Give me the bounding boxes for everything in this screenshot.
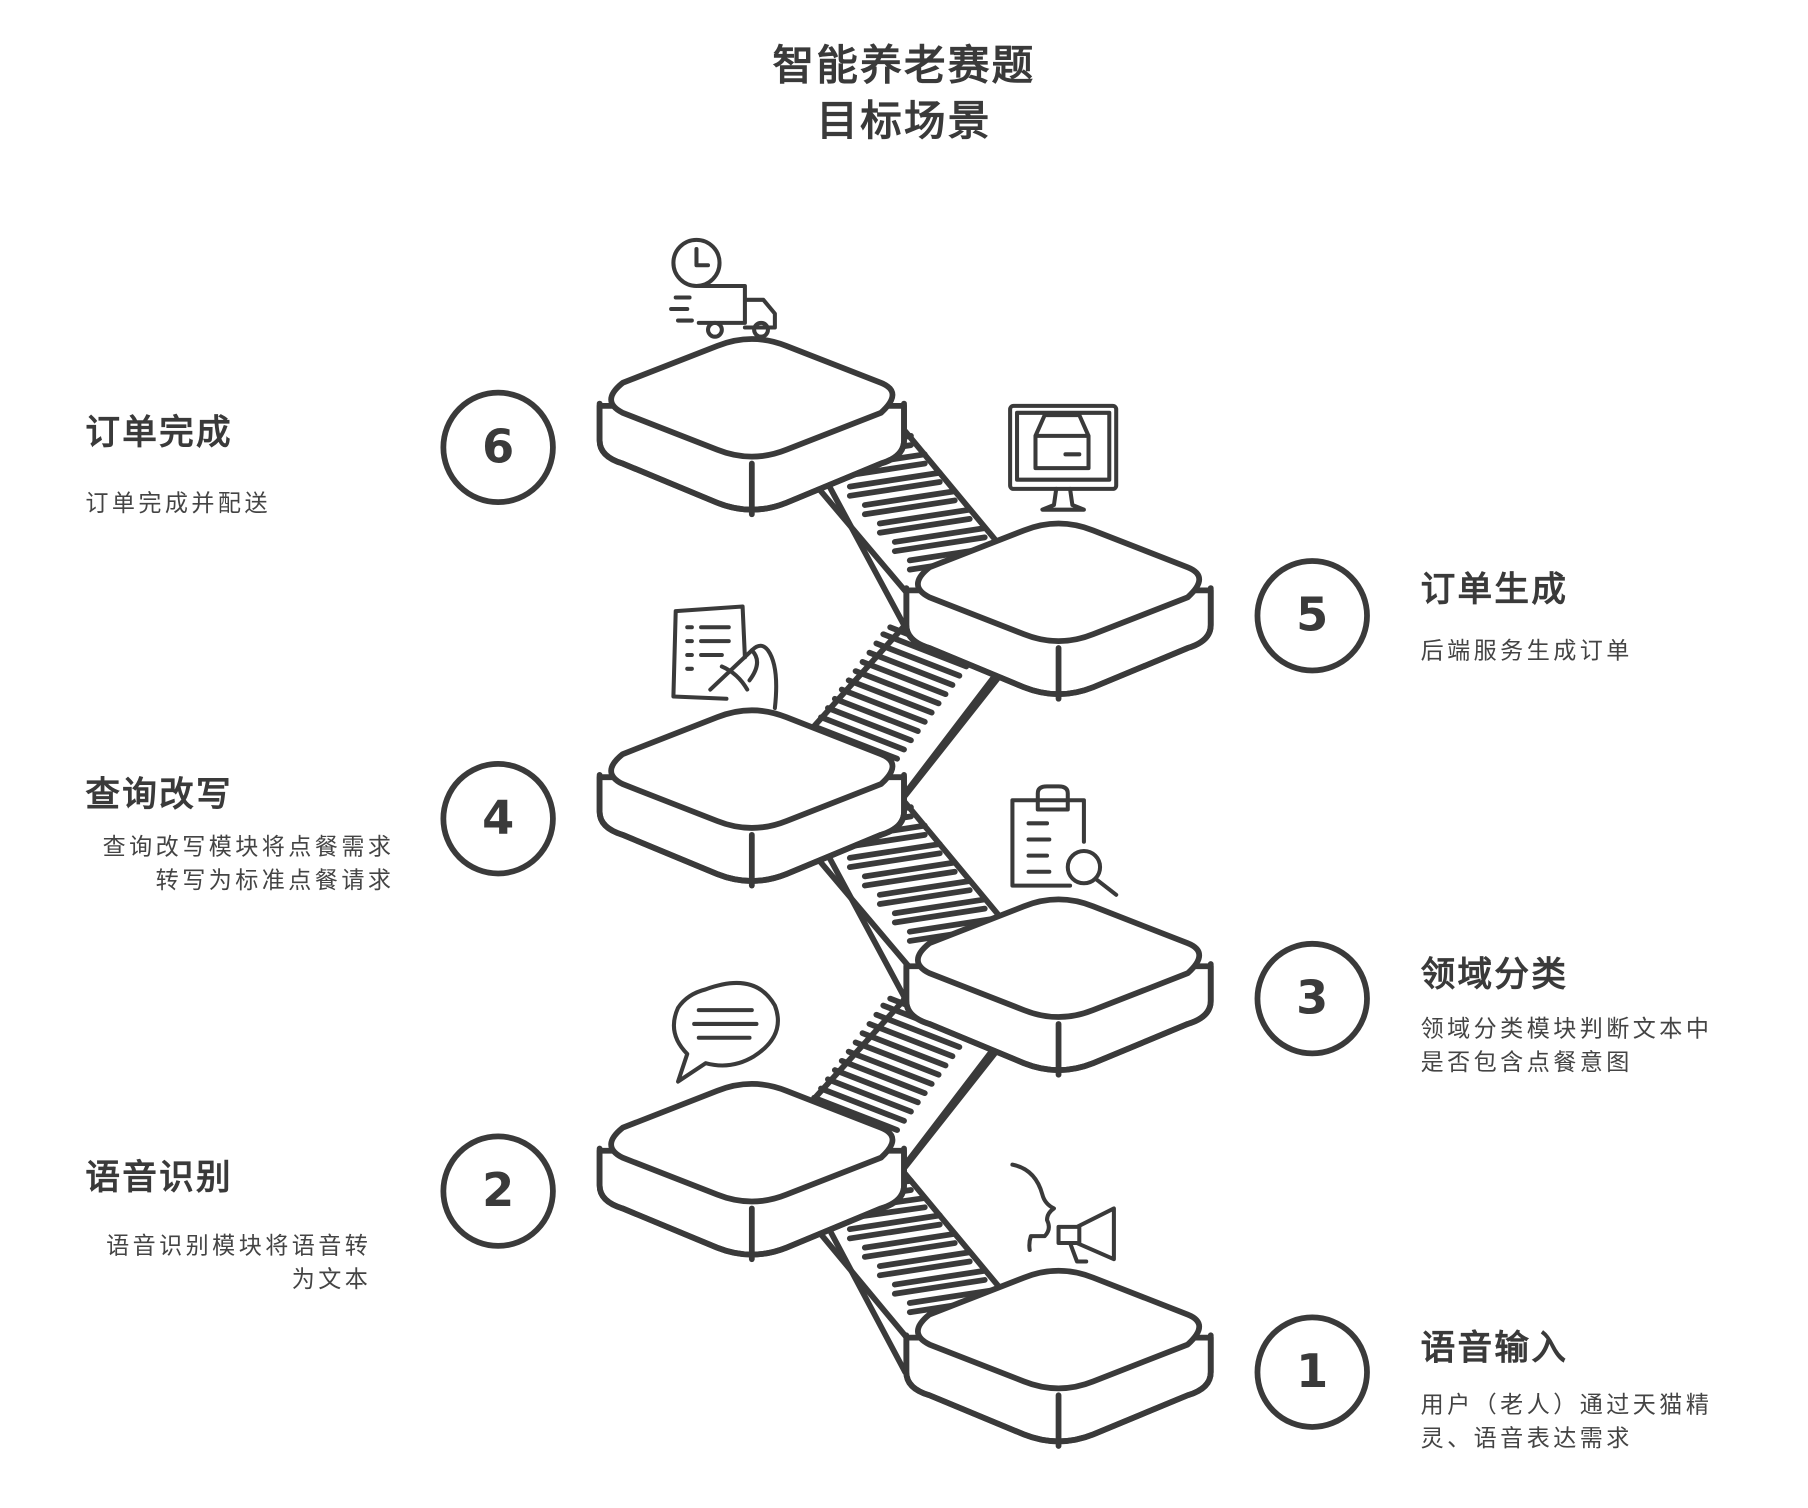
step-2-number-badge: 2 [440,1133,556,1249]
diagram-title-line1: 智能养老赛题 [772,41,1036,90]
step-6-title: 订单完成 [85,412,233,454]
delivery-truck-clock-icon [669,237,777,339]
step-5-description: 后端服务生成订单 [1420,636,1633,665]
document-search-icon [1010,784,1119,897]
step-4-number-badge: 4 [440,761,556,877]
step-3-number-badge: 3 [1254,940,1370,1057]
step-5-title: 订单生成 [1420,569,1569,610]
step-4-title: 查询改写 [85,774,233,816]
step-5-number-badge: 5 [1254,558,1370,674]
diagram-title-line2: 目标场景 [816,96,992,146]
step-1-title: 语音输入 [1420,1328,1569,1369]
step-2-title: 语音识别 [85,1157,233,1199]
step-2-description: 语音识别模块将语音转 为文本 [106,1231,372,1293]
step-6-number-badge: 6 [440,389,556,506]
step-1-number-badge: 1 [1254,1314,1370,1430]
monitor-box-icon [1008,403,1119,512]
hand-writing-icon [671,604,779,711]
step-6-description: 订单完成并配送 [85,488,271,517]
step-1-description: 用户（老人）通过天猫精 灵、语音表达需求 [1420,1390,1713,1452]
step-3-title: 领域分类 [1420,954,1569,996]
step-3-description: 领域分类模块判断文本中 是否包含点餐意图 [1420,1014,1713,1076]
step-4-description: 查询改写模块将点餐需求 转写为标准点餐请求 [102,832,395,894]
chat-bubble-icon [671,981,780,1084]
speaker-megaphone-icon [1010,1162,1116,1264]
